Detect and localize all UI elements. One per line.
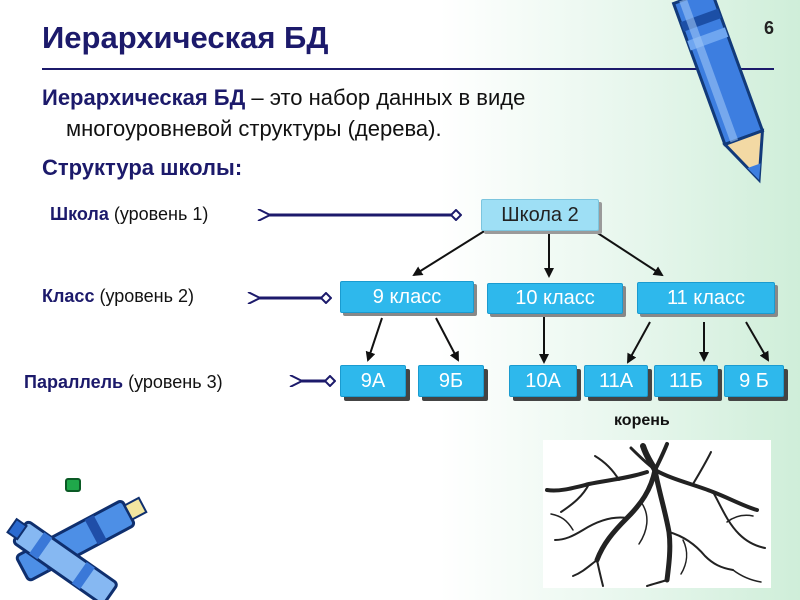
level-label-parallel: Параллель (уровень 3) <box>24 372 223 393</box>
tree-node-class-10: 10 класс <box>487 283 623 314</box>
level-name-school: Школа <box>50 204 109 224</box>
tree-node-11b: 11Б <box>654 365 718 397</box>
tree-node-10a: 10А <box>509 365 577 397</box>
definition-line2: многоуровневой структуры (дерева). <box>66 116 442 141</box>
arrow-11-11a <box>627 321 651 364</box>
level-name-class: Класс <box>42 286 95 306</box>
definition-text: Иерархическая БД – это набор данных в ви… <box>42 82 682 144</box>
tree-node-11a: 11А <box>584 365 648 397</box>
definition-term: Иерархическая БД <box>42 85 246 110</box>
tree-node-9a: 9А <box>340 365 406 397</box>
roots-picture-label: корень <box>614 412 670 429</box>
arrow-9-9a <box>365 317 383 362</box>
structure-heading: Структура школы: <box>42 155 243 180</box>
arrow-root-11 <box>592 229 664 277</box>
level-number-school: (уровень 1) <box>108 204 209 224</box>
tree-node-class-11: 11 класс <box>637 282 775 314</box>
slide-title: Иерархическая БД <box>42 20 329 55</box>
arrow-9-9b <box>435 317 459 362</box>
roots-picture <box>543 440 771 588</box>
arrow-11-9b2 <box>745 321 770 362</box>
tree-node-class-9: 9 класс <box>340 281 474 313</box>
level-label-school: Школа (уровень 1) <box>50 204 208 225</box>
level-label-class: Класс (уровень 2) <box>42 286 194 307</box>
crayon-cap-green <box>65 478 81 492</box>
tree-node-9b-second: 9 Б <box>724 365 784 397</box>
pencil-icon <box>671 0 765 184</box>
crayons-icon <box>6 478 148 600</box>
page-number: 6 <box>764 18 775 38</box>
level-number-parallel: (уровень 3) <box>123 372 223 392</box>
definition-rest-line1: – это набор данных в виде <box>245 85 526 110</box>
level-number-class: (уровень 2) <box>94 286 194 306</box>
tree-node-root: Школа 2 <box>481 199 599 231</box>
arrow-root-9 <box>412 229 487 277</box>
level-name-parallel: Параллель <box>24 372 124 392</box>
title-divider <box>42 68 774 70</box>
tree-node-9b: 9Б <box>418 365 484 397</box>
tree-roots-illustration <box>545 442 766 587</box>
